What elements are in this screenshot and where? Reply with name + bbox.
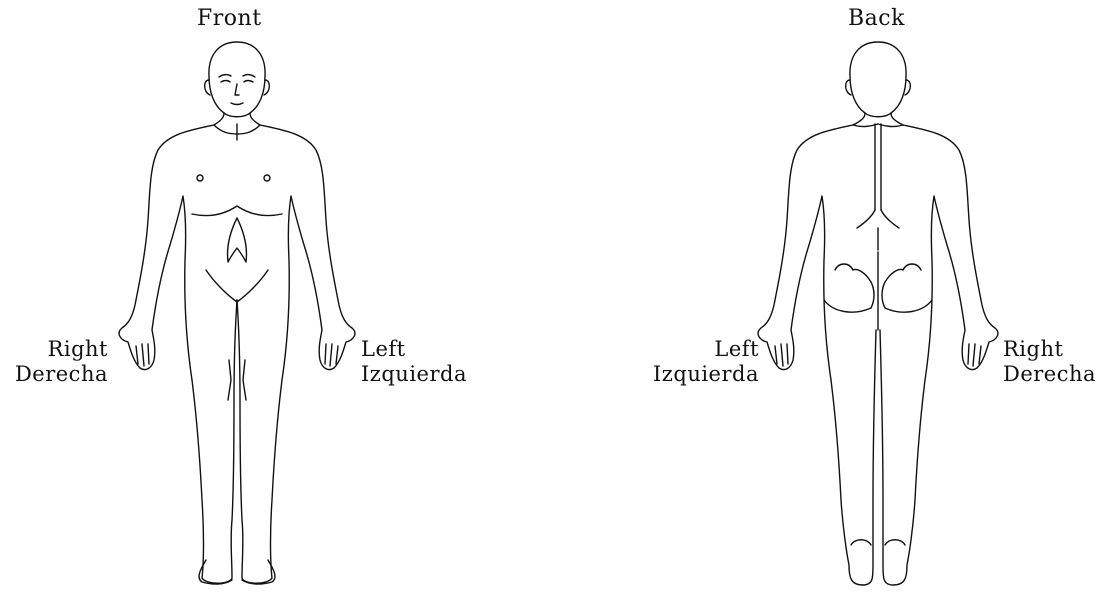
- back-upper-back-line: [853, 124, 903, 127]
- back-right-heel: [885, 540, 905, 545]
- back-right-hand-fingers: [968, 344, 981, 366]
- front-right-eyebrow: [219, 75, 231, 77]
- front-mouth: [231, 103, 243, 105]
- back-right-buttock: [882, 264, 932, 312]
- front-groin-line: [206, 270, 268, 302]
- front-body-figure: [0, 0, 553, 599]
- front-neck-right-line: [250, 113, 260, 125]
- back-view-panel: Back Left Izquierda Right Derecha: [553, 0, 1106, 599]
- back-left-buttock: [824, 264, 874, 312]
- front-abdomen-diamond: [227, 218, 246, 262]
- front-head-outline: [209, 42, 265, 117]
- front-left-nipple: [264, 175, 270, 181]
- front-left-hand-fingers: [325, 344, 338, 366]
- back-body-figure: [553, 0, 1106, 599]
- front-view-panel: Front Right Derecha Left Izquierda: [0, 0, 553, 599]
- front-right-nipple: [197, 175, 203, 181]
- back-left-hand-fingers: [775, 344, 788, 366]
- back-neck-right-line: [891, 113, 903, 125]
- front-right-hand-fingers: [136, 344, 149, 366]
- back-left-heel: [851, 540, 871, 545]
- front-left-eye: [244, 81, 253, 83]
- front-neck-left-line: [214, 113, 224, 125]
- front-right-knee: [228, 360, 231, 400]
- back-lower-spine: [857, 210, 899, 228]
- front-right-eye: [221, 81, 230, 83]
- back-neck-left-line: [853, 113, 865, 125]
- front-left-eyebrow: [243, 75, 255, 77]
- back-head-outline: [850, 42, 906, 117]
- front-left-knee: [243, 360, 246, 400]
- back-spine-line: [875, 124, 881, 210]
- front-nose: [235, 84, 239, 95]
- front-pectoral-line: [192, 206, 282, 216]
